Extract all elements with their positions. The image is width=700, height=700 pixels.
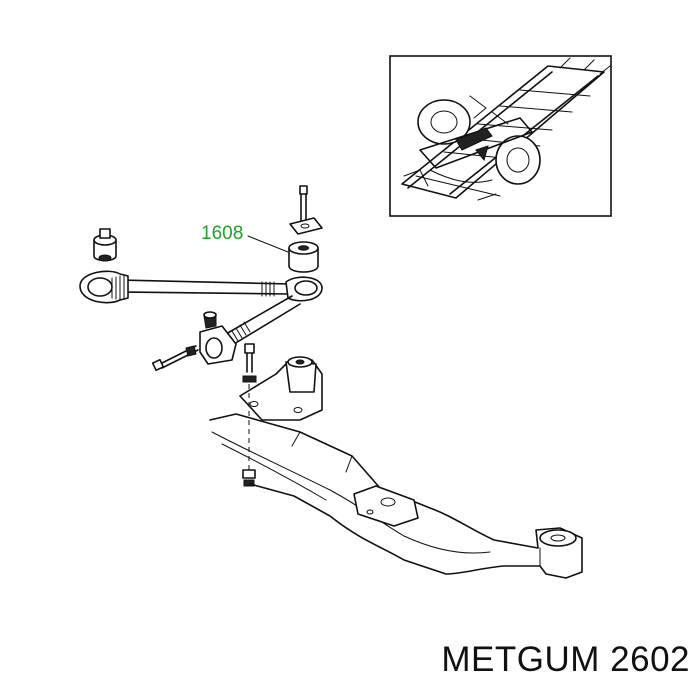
leader-line <box>247 235 289 253</box>
left-end-bushing <box>93 228 117 262</box>
rubber-bushing <box>288 241 319 273</box>
brand-part-caption: METGUM 2602 <box>441 640 690 679</box>
inset-chassis-view <box>389 55 612 217</box>
mounting-bracket <box>239 356 323 421</box>
top-bolt <box>289 185 323 235</box>
lower-diagonal-rod <box>199 295 301 365</box>
bracket-bolt <box>242 343 257 383</box>
axle-beam <box>209 413 583 579</box>
upper-torque-rod <box>79 270 323 304</box>
side-bolt <box>151 345 199 372</box>
part-number-label: 1608 <box>201 223 244 244</box>
